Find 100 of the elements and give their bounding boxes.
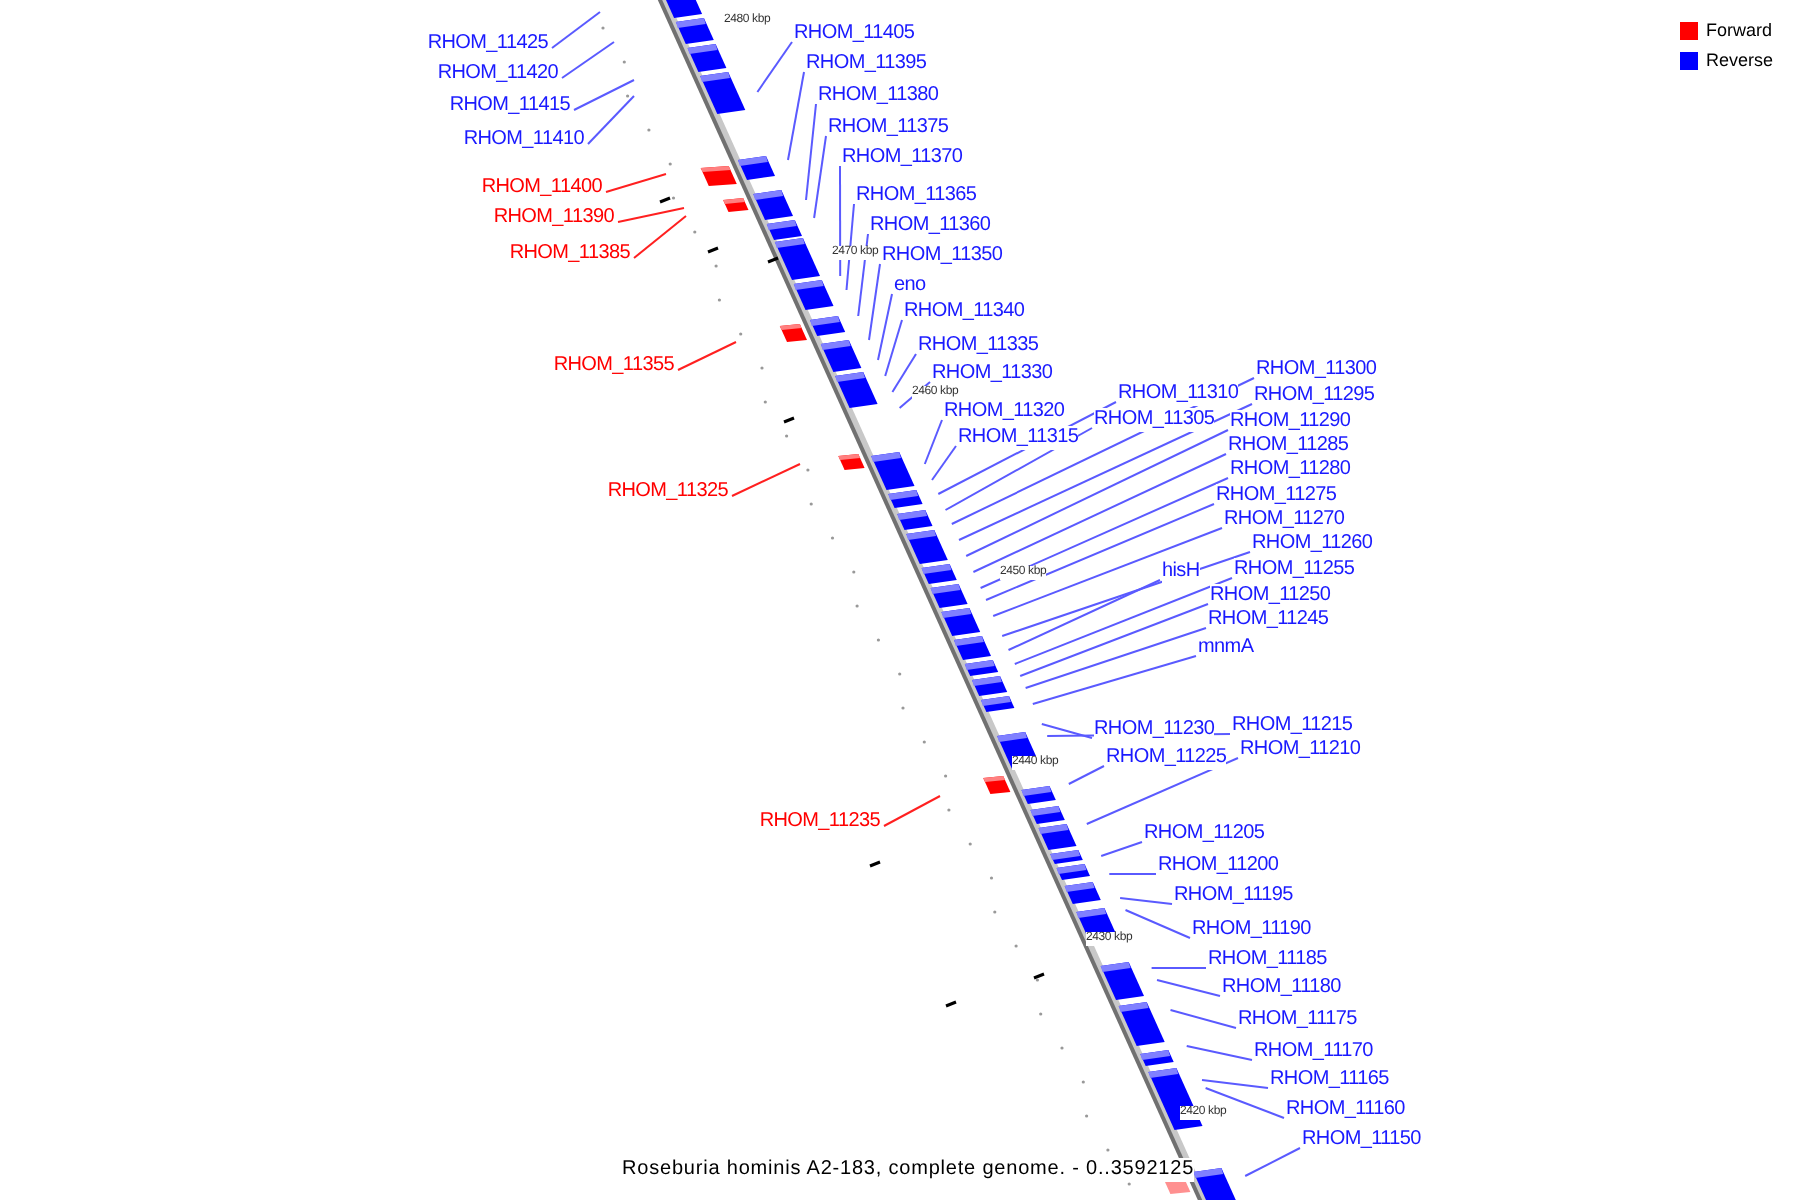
gene-label: RHOM_11290 bbox=[1230, 410, 1351, 434]
gene-label: RHOM_11250 bbox=[1210, 584, 1331, 608]
leader-line bbox=[1150, 967, 1207, 969]
leader-line bbox=[1040, 723, 1093, 739]
leader-line bbox=[931, 445, 957, 481]
gene-label: RHOM_11195 bbox=[1174, 884, 1293, 908]
gene-label: RHOM_11280 bbox=[1230, 458, 1351, 482]
gene-label: RHOM_11260 bbox=[1252, 532, 1373, 556]
leader-line bbox=[1201, 1079, 1269, 1089]
gene-label: RHOM_11425 bbox=[427, 32, 548, 56]
leader-line bbox=[883, 795, 941, 827]
leader-line bbox=[1085, 757, 1239, 825]
gene-label: RHOM_11175 bbox=[1238, 1008, 1357, 1032]
leader-line bbox=[839, 165, 842, 277]
leader-line bbox=[1001, 551, 1251, 637]
gene-label: RHOM_11205 bbox=[1144, 822, 1265, 846]
gene-label: RHOM_11405 bbox=[794, 22, 915, 46]
leader-line bbox=[1100, 841, 1143, 857]
leader-line bbox=[787, 71, 805, 161]
map-caption: Roseburia hominis A2-183, complete genome. - 0..3592125 bbox=[622, 1158, 1195, 1182]
leader-line bbox=[985, 503, 1215, 601]
gene-label: RHOM_11170 bbox=[1254, 1040, 1373, 1064]
gene-label: RHOM_11385 bbox=[509, 242, 630, 266]
leader-line bbox=[1067, 765, 1105, 785]
gene-label: RHOM_11335 bbox=[918, 334, 1039, 358]
gene-label: RHOM_11245 bbox=[1208, 608, 1329, 632]
leader-line bbox=[891, 353, 917, 393]
gene-label: RHOM_11375 bbox=[828, 116, 949, 140]
gene-label: RHOM_11415 bbox=[449, 94, 570, 118]
gene-label: RHOM_11210 bbox=[1240, 738, 1361, 762]
gene-label: RHOM_11410 bbox=[463, 128, 584, 152]
leader-line bbox=[1156, 979, 1221, 997]
gene-label: RHOM_11295 bbox=[1254, 384, 1375, 408]
leader-line bbox=[1185, 1045, 1253, 1061]
leader-line bbox=[1031, 655, 1197, 705]
leader-line bbox=[1119, 897, 1173, 905]
leader-line bbox=[573, 79, 635, 111]
gene-label: RHOM_11275 bbox=[1216, 484, 1337, 508]
gene-label: RHOM_11230 bbox=[1094, 718, 1215, 742]
gene-label: RHOM_11360 bbox=[870, 214, 991, 238]
gene-label: RHOM_11325 bbox=[607, 480, 728, 504]
gene-label: RHOM_11180 bbox=[1222, 976, 1341, 1000]
gene-label: RHOM_11315 bbox=[958, 426, 1079, 450]
gene-label: RHOM_11320 bbox=[944, 400, 1065, 424]
leader-line bbox=[923, 419, 943, 465]
leader-line bbox=[805, 103, 817, 201]
gene-label: RHOM_11285 bbox=[1228, 434, 1349, 458]
gene-label: RHOM_11190 bbox=[1192, 918, 1311, 942]
leader-line bbox=[1024, 627, 1207, 689]
legend-label: Reverse bbox=[1706, 50, 1774, 70]
gene-label: RHOM_11225 bbox=[1106, 746, 1227, 770]
gene-label: RHOM_11200 bbox=[1158, 854, 1279, 878]
leader-line bbox=[561, 41, 615, 79]
gene-label: RHOM_11390 bbox=[493, 206, 614, 230]
leader-line bbox=[756, 41, 793, 93]
gene-label: RHOM_11380 bbox=[818, 84, 939, 108]
leader-line bbox=[605, 173, 667, 193]
gene-label: RHOM_11420 bbox=[437, 62, 558, 86]
leader-line bbox=[633, 215, 687, 259]
leader-line bbox=[877, 293, 893, 361]
gene-label: RHOM_11160 bbox=[1286, 1098, 1405, 1122]
leader-line bbox=[1169, 1009, 1237, 1029]
leader-line bbox=[1124, 909, 1191, 939]
gene-label: RHOM_11370 bbox=[842, 146, 963, 170]
leader-line bbox=[972, 453, 1227, 573]
leader-line bbox=[677, 341, 737, 371]
gene-label: RHOM_11150 bbox=[1302, 1128, 1421, 1152]
gene-label: RHOM_11310 bbox=[1118, 382, 1239, 406]
leader-line bbox=[813, 135, 827, 219]
leader-line bbox=[1007, 579, 1161, 651]
gene-label: RHOM_11400 bbox=[481, 176, 602, 200]
gene-label: RHOM_11270 bbox=[1224, 508, 1345, 532]
gene-label: RHOM_11355 bbox=[553, 354, 674, 378]
gene-label: RHOM_11350 bbox=[882, 244, 1003, 268]
gene-label: RHOM_11340 bbox=[904, 300, 1025, 324]
leader-line bbox=[857, 233, 869, 317]
leader-line bbox=[1244, 1147, 1301, 1177]
gene-label: RHOM_11365 bbox=[856, 184, 977, 208]
leader-line bbox=[979, 477, 1229, 589]
legend-label: Forward bbox=[1706, 20, 1773, 40]
leader-line bbox=[965, 429, 1229, 557]
gene-label: RHOM_11395 bbox=[806, 52, 927, 76]
leader-line bbox=[617, 207, 685, 223]
gene-label: RHOM_11255 bbox=[1234, 558, 1355, 582]
leader-line bbox=[845, 203, 855, 291]
gene-label: RHOM_11215 bbox=[1232, 714, 1353, 738]
leader-line bbox=[992, 527, 1223, 617]
gene-label: RHOM_11165 bbox=[1270, 1068, 1389, 1092]
leader-line bbox=[551, 11, 601, 49]
gene-label: RHOM_11235 bbox=[759, 810, 880, 834]
gene-label: RHOM_11185 bbox=[1208, 948, 1327, 972]
leader-line bbox=[958, 403, 1253, 541]
leader-line bbox=[1204, 1087, 1285, 1119]
gene-label: RHOM_11330 bbox=[932, 362, 1053, 386]
gene-label: hisH bbox=[1162, 560, 1200, 584]
leader-line bbox=[1108, 873, 1157, 875]
leader-line bbox=[884, 319, 903, 377]
gene-label: RHOM_11305 bbox=[1094, 408, 1215, 432]
leader-line bbox=[868, 263, 881, 341]
leader-line bbox=[1019, 603, 1209, 677]
